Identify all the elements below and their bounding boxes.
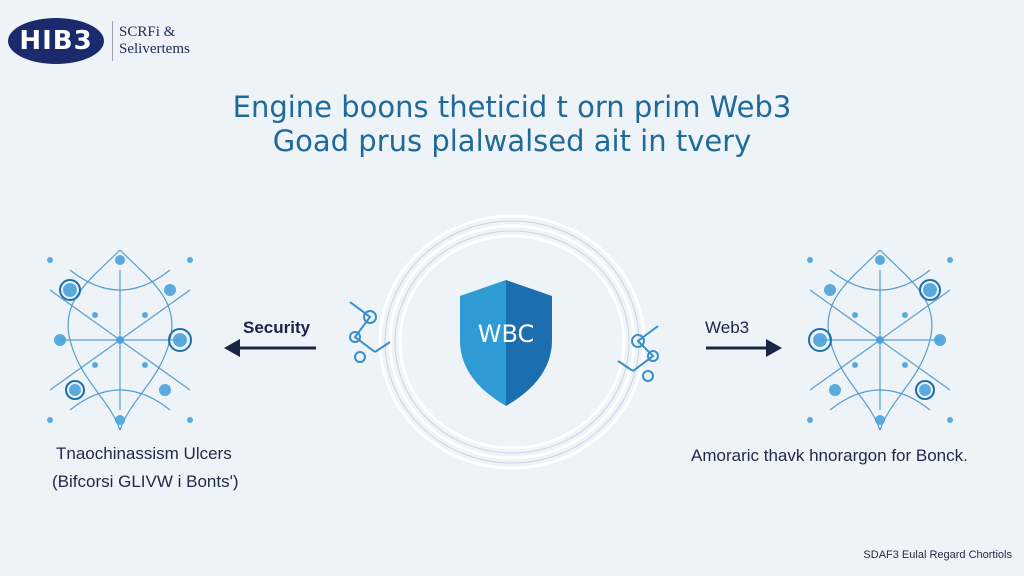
left-caption-line1: Tnaochinassism Ulcers xyxy=(56,444,232,463)
logo-subtitle-line1: SCRFi & xyxy=(119,24,176,40)
logo-mark: HIB3 xyxy=(8,18,104,64)
right-connector-icon xyxy=(617,325,659,382)
shield-icon xyxy=(460,280,552,406)
right-arrow-icon xyxy=(706,339,782,357)
logo-divider xyxy=(112,21,113,61)
brand-logo: HIB3 SCRFi & Selivertems xyxy=(8,18,190,64)
headline-line1: Engine boons theticid t orn prim Web3 xyxy=(232,90,792,124)
headline-line2: Goad prus plalwalsed ait in tvery xyxy=(272,124,752,158)
left-arrow-icon xyxy=(224,339,316,357)
logo-subtitle: SCRFi & Selivertems xyxy=(119,24,190,58)
left-connector-icon xyxy=(349,301,391,363)
right-caption: Amoraric thavk hnorargon for Bonck. xyxy=(691,446,968,465)
logo-subtitle-line2: Selivertems xyxy=(119,41,190,57)
shield-label: WBC xyxy=(477,320,535,348)
left-network-graphic xyxy=(47,249,193,431)
right-network-graphic xyxy=(807,249,953,431)
left-caption-line2: (Bifcorsi GLIVW i Bonts') xyxy=(52,472,239,491)
web3-label: Web3 xyxy=(705,318,750,337)
security-label: Security xyxy=(243,318,311,337)
footer-note: SDAF3 Eulal Regard Chortiols xyxy=(863,549,1012,561)
